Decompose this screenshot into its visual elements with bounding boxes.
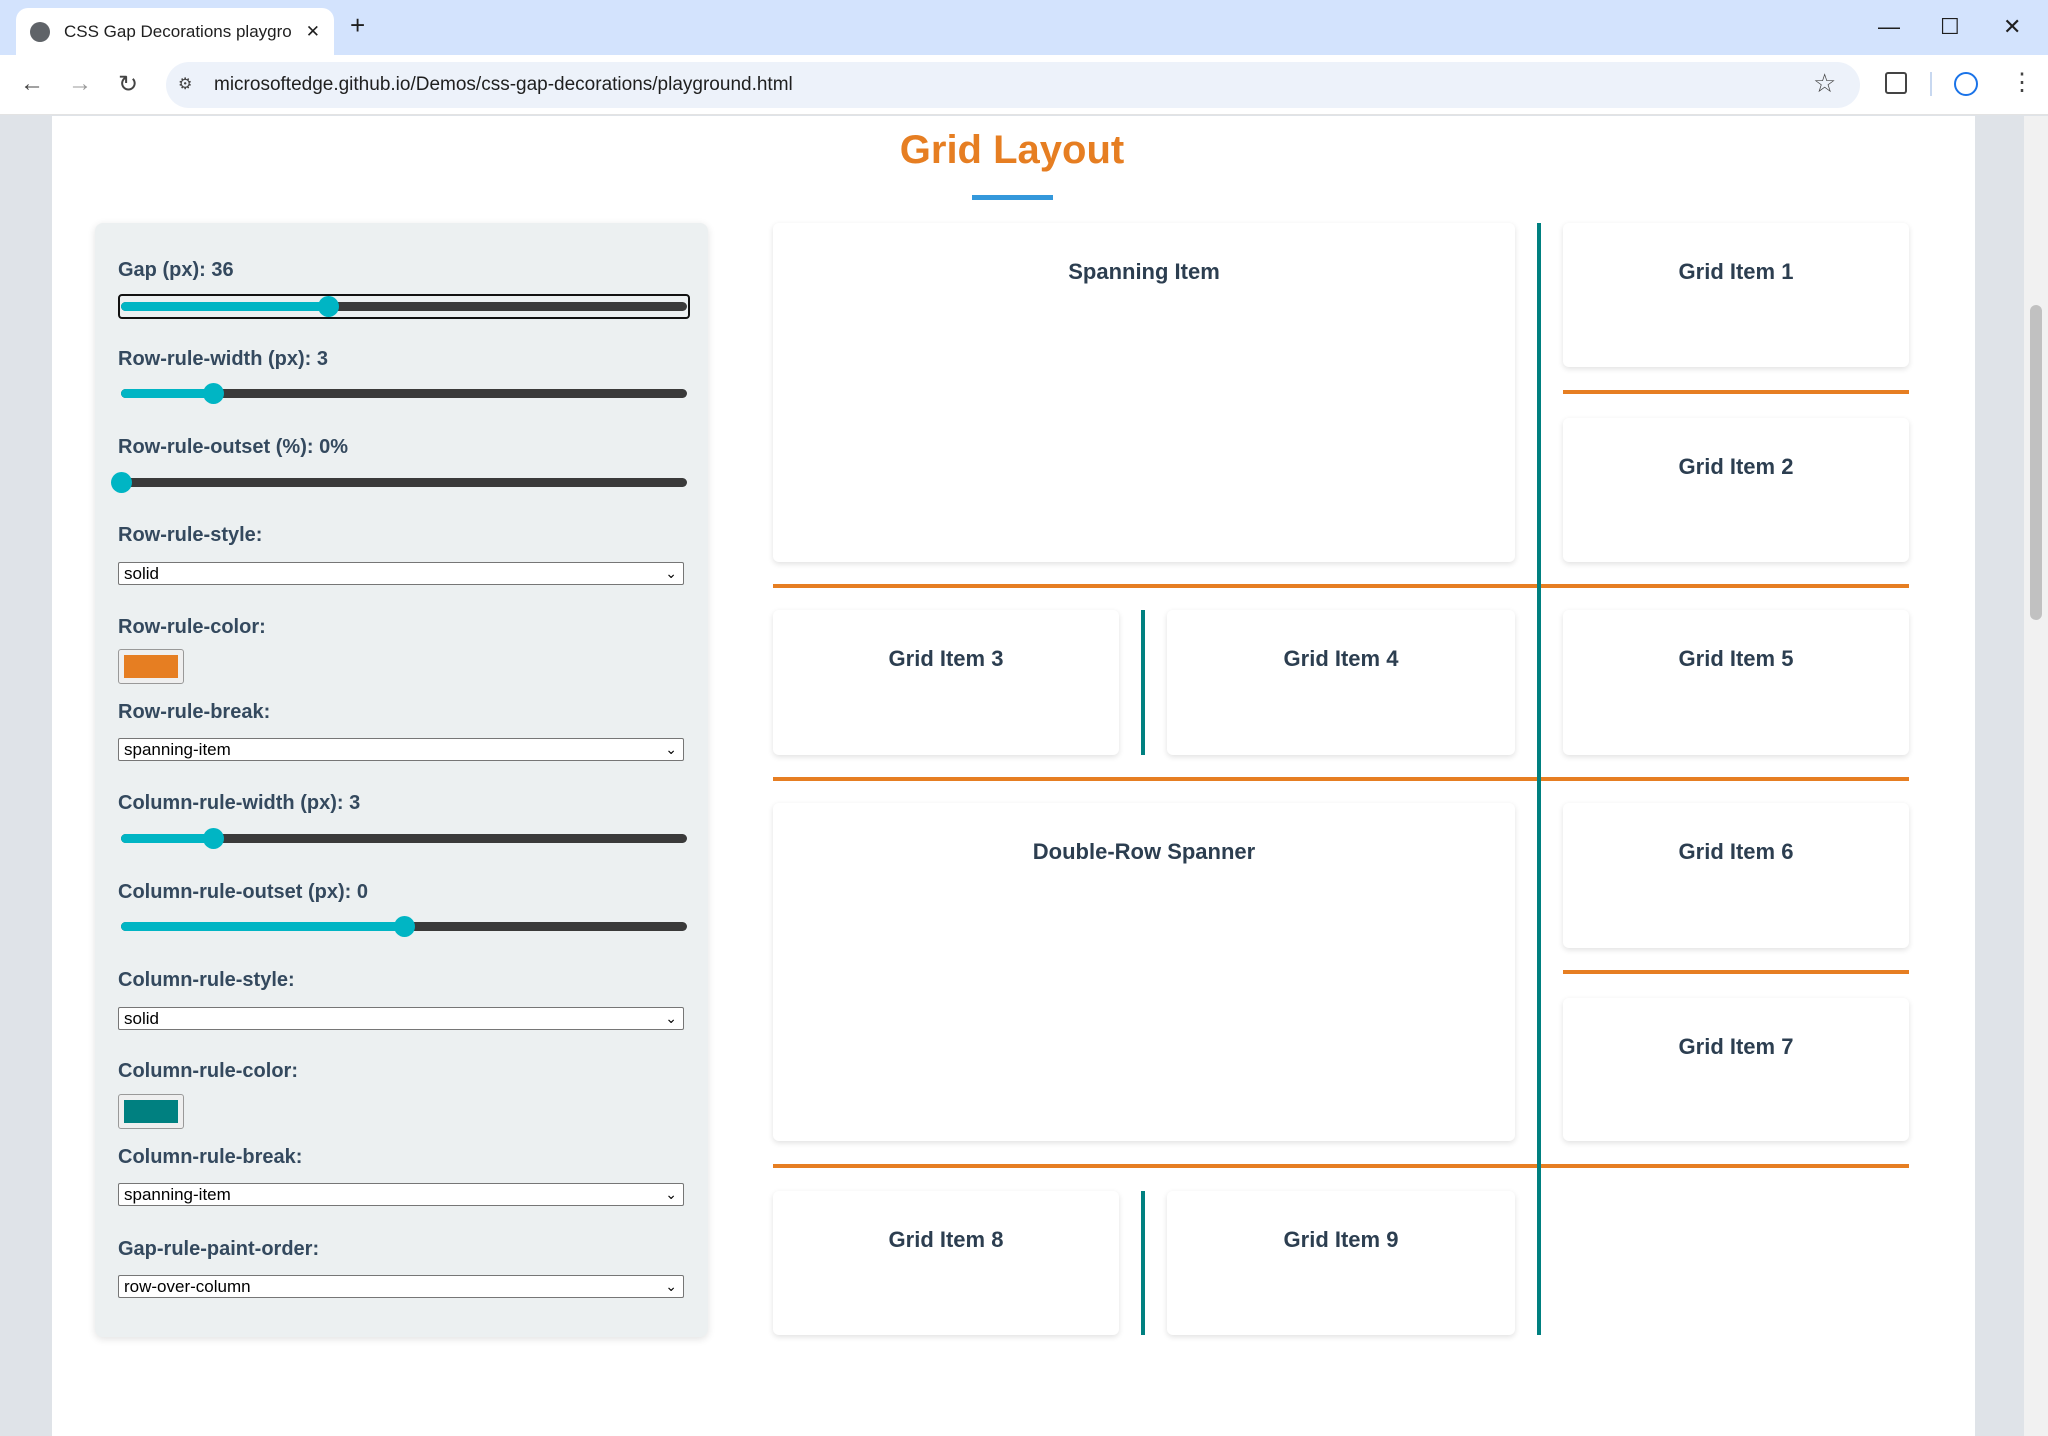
back-button[interactable]: ← (20, 70, 44, 97)
column-rule (1537, 223, 1541, 1335)
maximize-button[interactable]: ☐ (1940, 14, 1960, 39)
row-rule-outset-slider[interactable] (111, 472, 687, 493)
gap-rule-paint-order-select[interactable]: row-over-column ⌄ (118, 1275, 684, 1298)
grid-item: Grid Item 4 (1167, 610, 1515, 755)
chevron-down-icon: ⌄ (665, 1186, 677, 1202)
close-tab-icon[interactable]: ✕ (305, 21, 320, 41)
row-rule (1563, 970, 1909, 974)
column-rule-style-select[interactable]: solid ⌄ (118, 1007, 684, 1030)
grid-item: Grid Item 1 (1563, 223, 1909, 367)
minimize-button[interactable]: — (1878, 14, 1900, 39)
column-rule-color-label: Column-rule-color: (118, 1060, 298, 1082)
row-rule-width-slider[interactable] (121, 383, 687, 404)
column-rule-outset-slider[interactable] (121, 916, 687, 937)
selected-value: solid (124, 564, 159, 583)
selected-value: solid (124, 1009, 159, 1028)
gap-label: Gap (px): 36 (118, 259, 234, 281)
slider-thumb[interactable] (318, 296, 340, 317)
grid-item: Grid Item 5 (1563, 610, 1909, 755)
reload-button[interactable]: ↻ (118, 71, 139, 98)
menu-icon[interactable]: ⋮ (2010, 69, 2034, 96)
chevron-down-icon: ⌄ (665, 565, 677, 581)
profile-icon[interactable] (1954, 72, 1978, 96)
slider-thumb[interactable] (203, 828, 225, 849)
column-rule-outset-label: Column-rule-outset (px): 0 (118, 881, 368, 903)
slider-thumb[interactable] (111, 472, 132, 493)
column-rule-width-label: Column-rule-width (px): 3 (118, 792, 361, 814)
grid-item-double-row-spanner: Double-Row Spanner (773, 803, 1515, 1141)
row-rule-break-select[interactable]: spanning-item ⌄ (118, 738, 684, 761)
row-rule-style-label: Row-rule-style: (118, 524, 263, 546)
grid-item: Grid Item 9 (1167, 1191, 1515, 1335)
gap-slider[interactable] (121, 296, 687, 317)
grid-item-spanning: Spanning Item (773, 223, 1515, 562)
slider-thumb[interactable] (394, 916, 415, 937)
column-rule-width-slider[interactable] (121, 828, 687, 849)
grid-item: Grid Item 6 (1563, 803, 1909, 948)
selected-value: spanning-item (124, 1185, 231, 1204)
forward-button[interactable]: → (68, 70, 92, 97)
row-rule-break-label: Row-rule-break: (118, 701, 271, 723)
grid-item: Grid Item 7 (1563, 998, 1909, 1141)
title-underline (972, 195, 1053, 200)
row-rule-width-label: Row-rule-width (px): 3 (118, 348, 328, 370)
tab-bar (0, 0, 2048, 55)
site-info-icon[interactable]: ⚙ (178, 76, 193, 93)
column-rule (1141, 610, 1145, 755)
tab-title: CSS Gap Decorations playground (64, 21, 292, 41)
column-rule-break-select[interactable]: spanning-item ⌄ (118, 1183, 684, 1206)
column-rule-color-picker[interactable] (118, 1094, 184, 1129)
close-window-button[interactable]: ✕ (2003, 14, 2022, 39)
row-rule-outset-label: Row-rule-outset (%): 0% (118, 436, 348, 458)
row-rule-color-label: Row-rule-color: (118, 616, 266, 638)
selected-value: spanning-item (124, 740, 231, 759)
chevron-down-icon: ⌄ (665, 1010, 677, 1026)
row-rule-style-select[interactable]: solid ⌄ (118, 562, 684, 585)
row-rule (773, 1164, 1909, 1168)
column-rule-break-label: Column-rule-break: (118, 1146, 303, 1168)
column-rule (1141, 1191, 1145, 1335)
focus-ring (118, 294, 690, 319)
extensions-icon[interactable] (1885, 72, 1907, 94)
page-title: Grid Layout (899, 128, 1125, 172)
grid-item: Grid Item 3 (773, 610, 1119, 755)
slider-thumb[interactable] (203, 383, 225, 404)
scrollbar-thumb[interactable] (2030, 305, 2042, 620)
gap-rule-paint-order-label: Gap-rule-paint-order: (118, 1238, 320, 1260)
bookmark-star-icon[interactable]: ☆ (1813, 68, 1837, 98)
row-rule-color-picker[interactable] (118, 649, 184, 684)
grid-item: Grid Item 2 (1563, 418, 1909, 562)
chevron-down-icon: ⌄ (665, 741, 677, 757)
row-rule (773, 777, 1909, 781)
chevron-down-icon: ⌄ (665, 1278, 677, 1294)
url-host: microsoftedge.github.io (214, 74, 411, 95)
color-swatch (124, 655, 178, 678)
row-rule (773, 584, 1909, 588)
grid-item: Grid Item 8 (773, 1191, 1119, 1335)
selected-value: row-over-column (124, 1277, 251, 1296)
controls-panel (95, 223, 708, 1337)
new-tab-button[interactable]: + (350, 10, 366, 40)
column-rule-style-label: Column-rule-style: (118, 969, 295, 991)
toolbar-divider (1930, 72, 1932, 96)
browser-tab[interactable]: CSS Gap Decorations playground ✕ (16, 8, 334, 55)
row-rule (1563, 390, 1909, 394)
address-bar[interactable]: microsoftedge.github.io/Demos/css-gap-de… (166, 62, 1860, 108)
url-path: /Demos/css-gap-decorations/playground.ht… (410, 74, 793, 95)
globe-icon (30, 21, 50, 42)
color-swatch (124, 1100, 178, 1123)
